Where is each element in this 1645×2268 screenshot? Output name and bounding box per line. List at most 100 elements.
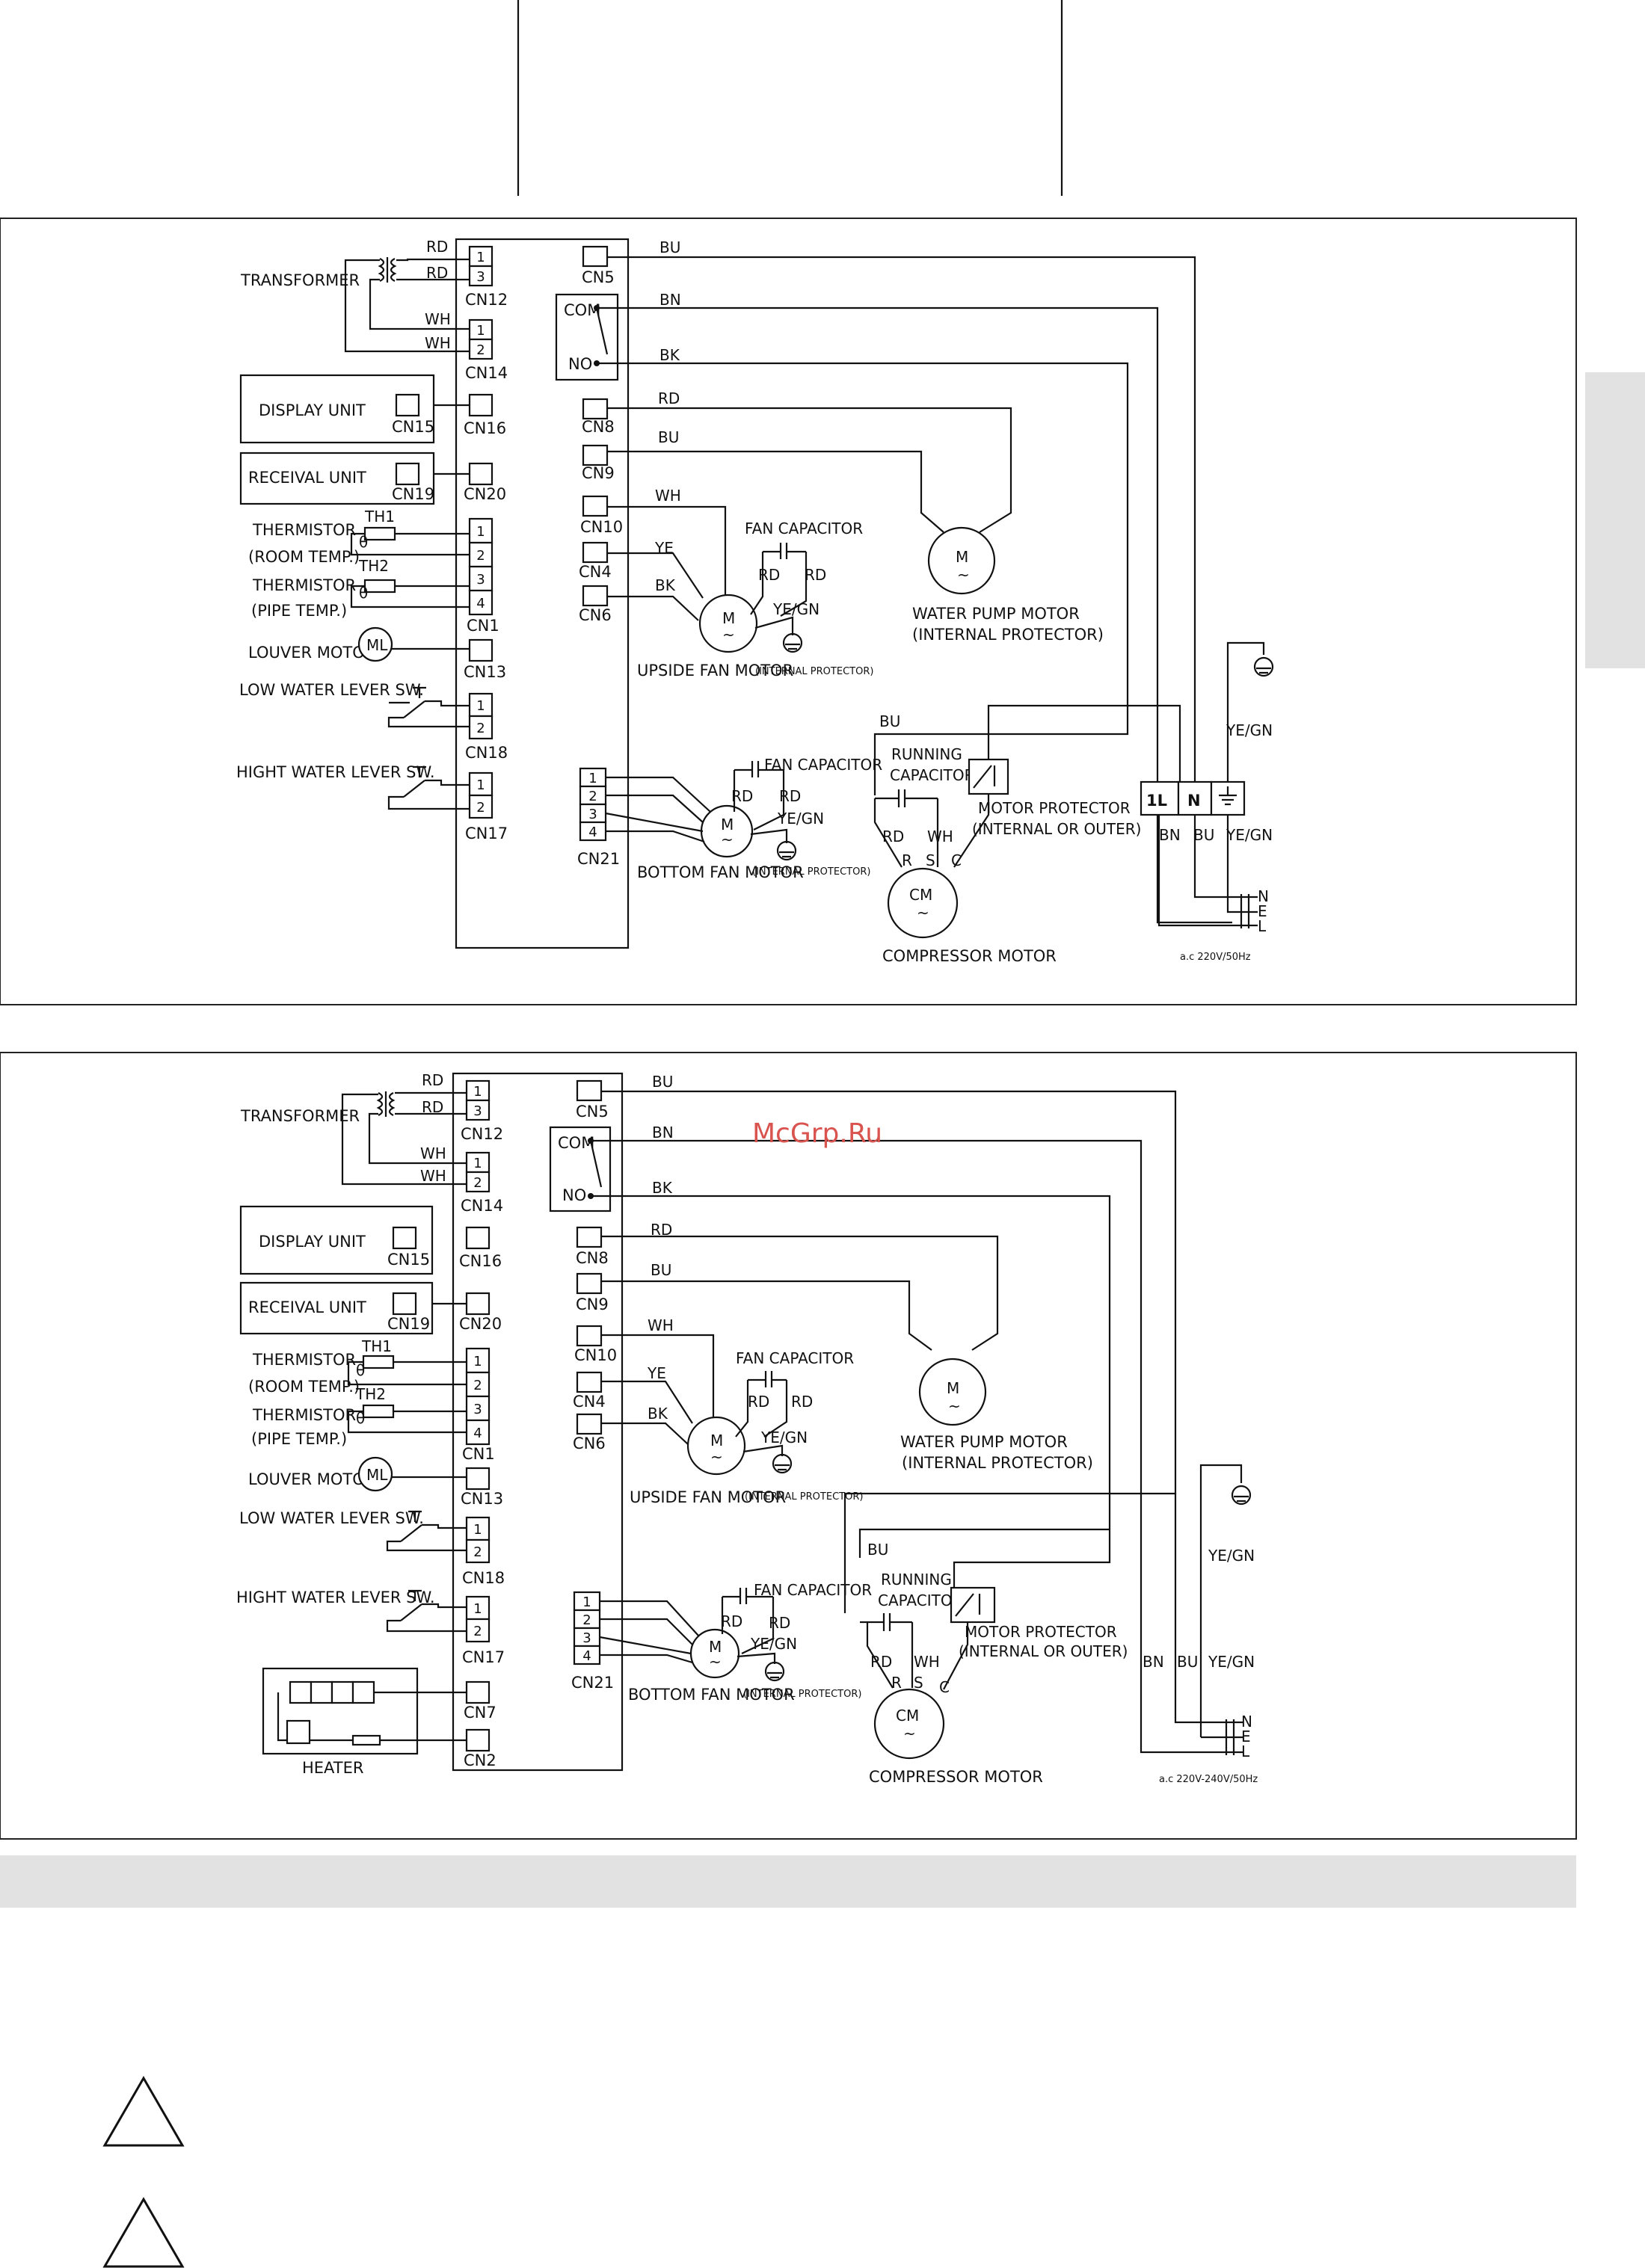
wire-yegn: YE/GN bbox=[1226, 721, 1273, 739]
water-pump-protector-label: (INTERNAL PROTECTOR) bbox=[902, 1454, 1093, 1472]
relay-com-label: COM bbox=[558, 1134, 594, 1152]
transformer-coil-icon bbox=[378, 258, 385, 282]
cn12-label: CN12 bbox=[465, 291, 508, 309]
transformer-label: TRANSFORMER bbox=[240, 271, 360, 289]
cn21-pin-4-label: 4 bbox=[582, 1648, 591, 1664]
wire bbox=[607, 595, 699, 621]
cn1-pin-3-label: 3 bbox=[473, 1402, 482, 1417]
wire-wh: WH bbox=[420, 1167, 446, 1185]
wire bbox=[600, 1600, 699, 1636]
cn1-pin-4-label: 4 bbox=[473, 1426, 482, 1441]
cn21-pin-1-label: 1 bbox=[582, 1594, 591, 1610]
cn2-socket bbox=[465, 1728, 491, 1752]
cn5-label: CN5 bbox=[576, 1103, 609, 1121]
cn9-label: CN9 bbox=[582, 464, 615, 482]
ground-icon bbox=[764, 1661, 785, 1682]
bottom-fan-motor-label: BOTTOM FAN MOTOR bbox=[637, 863, 804, 881]
ground-icon bbox=[1253, 656, 1274, 677]
wire bbox=[606, 830, 705, 843]
fan-capacitor-icon bbox=[733, 761, 785, 831]
display-unit-box bbox=[239, 374, 435, 444]
water-pump-motor-icon bbox=[918, 1358, 987, 1426]
wire bbox=[601, 1280, 932, 1351]
cn14-pin-1-label: 1 bbox=[473, 1156, 482, 1171]
room-temp-label: (ROOM TEMP.) bbox=[248, 1378, 360, 1396]
wire-bn: BN bbox=[652, 1124, 674, 1141]
cn17-label: CN17 bbox=[465, 825, 508, 842]
wire bbox=[866, 1622, 894, 1689]
wire-rd: RD bbox=[779, 787, 801, 805]
running-capacitor-label: RUNNING bbox=[891, 745, 962, 763]
louver-motor-label: LOUVER MOTOR bbox=[248, 1470, 375, 1488]
thermistor-2-icon bbox=[363, 579, 396, 594]
high-water-switch-label: HIGHT WATER LEVER SW. bbox=[236, 763, 435, 781]
cn21-pin-2-label: 2 bbox=[582, 1612, 591, 1628]
bottom-fan-motor-label: BOTTOM FAN MOTOR bbox=[628, 1686, 795, 1704]
thermistor-pipe-label: THERMISTOR bbox=[252, 576, 356, 594]
cn21-pin-2 bbox=[573, 1609, 601, 1630]
cn14-pin-1 bbox=[465, 1151, 491, 1174]
wire-rd: RD bbox=[882, 828, 904, 845]
motor-protector-sub-label: (INTERNAL OR OUTER) bbox=[972, 820, 1141, 838]
ground-icon bbox=[776, 840, 797, 861]
warning-triangle-icon bbox=[102, 2076, 185, 2147]
cn21-pin-1 bbox=[573, 1591, 601, 1612]
cn15-socket bbox=[392, 1226, 417, 1250]
upside-fan-protector-label: (INTERNAL PROTECTOR) bbox=[745, 1491, 863, 1503]
cn8-socket bbox=[576, 1226, 603, 1248]
relay-com-label: COM bbox=[564, 301, 600, 319]
cn15-socket bbox=[395, 393, 420, 417]
wire bbox=[858, 1528, 1110, 1558]
wire-rd: RD bbox=[748, 1393, 769, 1411]
upside-fan-motor-symbol: M bbox=[710, 1432, 723, 1449]
relay-box bbox=[549, 1126, 612, 1212]
cn18-pin-2 bbox=[468, 715, 494, 740]
transformer-coil-icon bbox=[376, 1092, 384, 1116]
wire-rd: RD bbox=[791, 1393, 813, 1411]
cn16-label: CN16 bbox=[464, 419, 506, 437]
cn1-pin-2-label: 2 bbox=[473, 1378, 482, 1393]
switch-icon bbox=[400, 1510, 422, 1542]
compressor-motor-label: COMPRESSOR MOTOR bbox=[882, 947, 1057, 965]
wire-rd: RD bbox=[422, 1098, 443, 1116]
cn21-label: CN21 bbox=[577, 850, 620, 868]
cn7-socket bbox=[465, 1680, 491, 1704]
louver-motor-symbol: ML bbox=[366, 636, 388, 654]
running-capacitor-label: CAPACITOR bbox=[878, 1591, 963, 1609]
motor-protector-sub-label: (INTERNAL OR OUTER) bbox=[959, 1642, 1128, 1660]
compressor-motor-label: COMPRESSOR MOTOR bbox=[869, 1768, 1043, 1786]
earth-icon bbox=[1219, 786, 1237, 806]
water-pump-motor-tilde: ~ bbox=[948, 1397, 961, 1415]
cn1-pin-3 bbox=[465, 1395, 491, 1422]
louver-motor-label: LOUVER MOTOR bbox=[248, 644, 375, 662]
water-pump-motor-label: WATER PUMP MOTOR bbox=[912, 605, 1080, 623]
cn17-pin-1-label: 1 bbox=[473, 1601, 482, 1617]
cn12-pin-1-label: 1 bbox=[473, 1084, 482, 1100]
cn9-socket bbox=[576, 1272, 603, 1295]
wiring-diagram-2: TRANSFORMER RD RD WH WH 1 3 CN12 1 2 CN1… bbox=[0, 1052, 1577, 1840]
wire bbox=[601, 1235, 999, 1351]
theta-symbol: θ bbox=[356, 1409, 365, 1427]
low-water-switch-label: LOW WATER LEVER SW. bbox=[239, 1509, 424, 1527]
running-capacitor-icon bbox=[873, 777, 938, 807]
wire bbox=[601, 1334, 715, 1423]
cn18-pin-1 bbox=[468, 692, 494, 718]
display-unit-label: DISPLAY UNIT bbox=[259, 401, 366, 419]
cn12-pin-1 bbox=[468, 245, 494, 268]
supply-rating: a.c 220V/50Hz bbox=[1180, 952, 1251, 963]
water-pump-motor-icon bbox=[927, 526, 996, 595]
wire-bn: BN bbox=[659, 291, 681, 309]
cn14-label: CN14 bbox=[461, 1197, 503, 1215]
cn9-socket bbox=[582, 444, 609, 466]
motor-protector-icon bbox=[968, 758, 1009, 795]
compressor-motor-icon bbox=[873, 1688, 945, 1760]
cn21-pin-3 bbox=[573, 1627, 601, 1648]
switch-icon bbox=[400, 1589, 422, 1621]
upside-fan-motor-label: UPSIDE FAN MOTOR bbox=[630, 1488, 786, 1506]
cn10-socket bbox=[582, 495, 609, 517]
wiring-diagram-1: TRANSFORMER RD RD WH WH 1 3 CN12 1 2 CN1… bbox=[0, 218, 1577, 1005]
wire-bn: BN bbox=[1159, 826, 1181, 844]
wire-yegn: YE/GN bbox=[1208, 1653, 1255, 1671]
wire bbox=[943, 1622, 969, 1690]
